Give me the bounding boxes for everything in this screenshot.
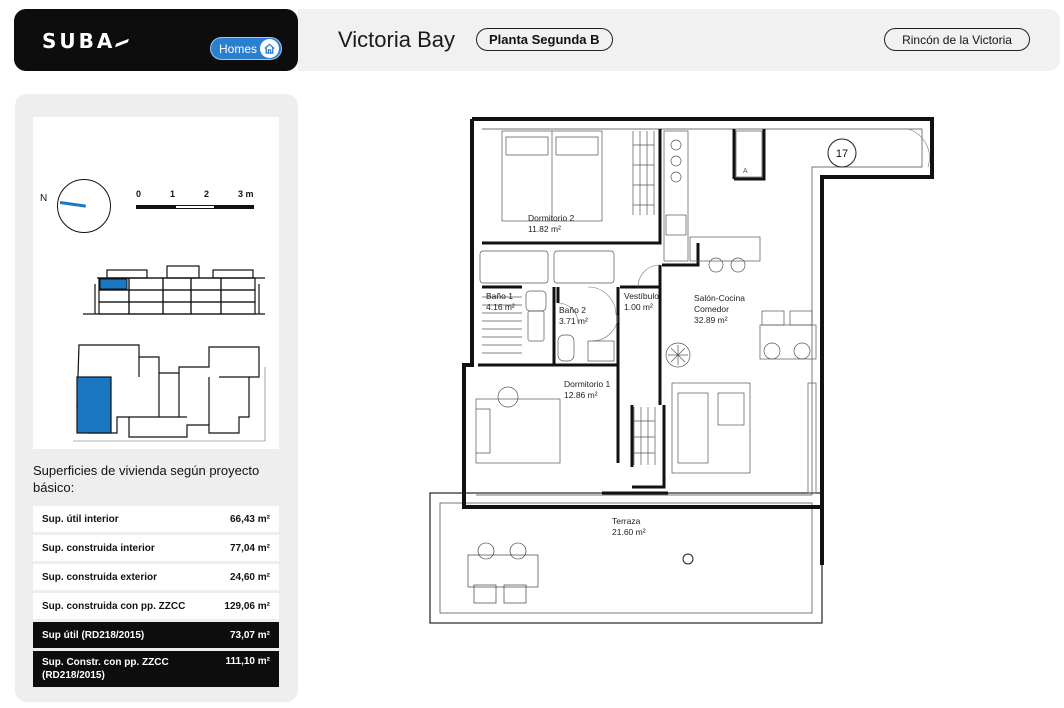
compass-needle [59,201,86,208]
doors [557,128,930,342]
surfaces-heading: Superficies de vivienda según proyecto b… [33,463,260,495]
outer-walls [462,117,934,565]
site-plan [73,344,266,442]
svg-text:A: A [743,168,748,175]
room-name-bano-2: Baño 2 [559,305,586,315]
key-plan-card: N 0 1 2 3 m [33,117,279,449]
interior-walls [478,129,766,495]
header-bar: Victoria Bay Planta Segunda B Rincón de … [298,9,1060,71]
bathroom-fixtures [479,250,615,362]
surface-row: Sup. construida exterior 24,60 m² [33,564,279,590]
surface-row-highlight: Sup útil (RD218/2015) 73,07 m² [33,622,279,648]
living-furniture [665,310,817,494]
unit-number-badge [827,138,857,168]
room-area-terraza: 21.60 m² [612,527,646,537]
room-name-vestibulo: Vestíbulo [624,291,659,301]
room-area-dormitorio-1: 12.86 m² [564,390,598,400]
floor-plan: A [428,115,938,627]
scale-label-1: 1 [170,189,176,199]
logo-block: SUBA Homes [14,9,298,71]
room-name-dormitorio-1: Dormitorio 1 [564,379,611,389]
room-area-bano-1: 4.16 m² [486,302,515,312]
scale-bar: 0 1 2 3 m [136,189,254,209]
project-title: Victoria Bay [338,27,455,52]
room-area-vestibulo: 1.00 m² [624,302,653,312]
homes-button[interactable]: Homes [210,37,282,60]
location-button[interactable]: Rincón de la Victoria [884,28,1030,51]
room-name-dormitorio-2: Dormitorio 2 [528,213,575,223]
surfaces-table: Sup. útil interior 66,43 m² Sup. constru… [33,506,279,690]
surface-row: Sup. útil interior 66,43 m² [33,506,279,532]
facade-lines [476,128,923,496]
room-area-salon: 32.89 m² [694,315,728,325]
plant-badge: Planta Segunda B [476,28,613,51]
building-elevation [83,265,265,315]
scale-label-3: 3 m [238,189,254,199]
room-name-comedor: Comedor [694,304,729,314]
surface-row: Sup. construida con pp. ZZCC 129,06 m² [33,593,279,619]
dormitorio-1-furniture [475,386,656,465]
sidebar: N 0 1 2 3 m [15,94,298,702]
logo-slash-icon [115,38,130,47]
surface-row-highlight: Sup. Constr. con pp. ZZCC (RD218/2015) 1… [33,651,279,687]
kitchen-furniture: A [663,130,763,273]
floor-plan-drawing: A [429,117,934,624]
room-area-bano-2: 3.71 m² [559,316,588,326]
scale-label-0: 0 [136,189,142,199]
home-icon [260,39,279,58]
brand-logo[interactable]: SUBA [42,29,130,53]
unit-number: 17 [836,148,848,160]
surface-row: Sup. construida interior 77,04 m² [33,535,279,561]
scale-label-2: 2 [204,189,210,199]
room-area-dormitorio-2: 11.82 m² [528,224,561,234]
dormitorio-2-furniture [501,130,655,222]
compass-icon [57,179,111,233]
terrace [429,492,823,624]
homes-button-label: Homes [219,41,258,56]
room-name-terraza: Terraza [612,516,641,526]
north-label: N [40,193,48,204]
room-name-bano-1: Baño 1 [486,291,513,301]
room-name-salon: Salón-Cocina [694,293,745,303]
